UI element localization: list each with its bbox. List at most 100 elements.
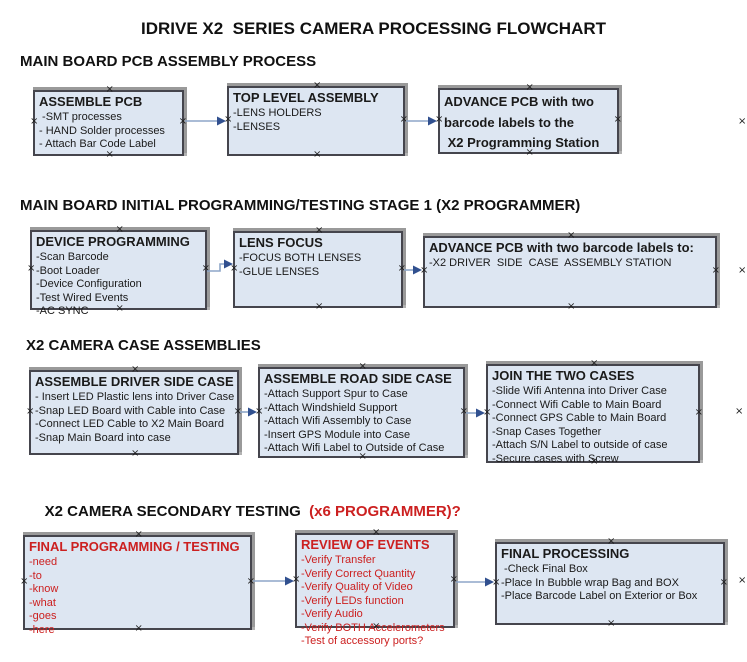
connection-handle-icon: × (738, 575, 747, 586)
box-items: -need-to-know-what-goes-here (29, 556, 246, 637)
flow-box-advance-pcb-programming-station: × × × × ADVANCE PCB with two barcode lab… (435, 83, 622, 158)
flow-box-assemble-road-side-case: × × × × ASSEMBLE ROAD SIDE CASE -Attach … (255, 362, 468, 462)
flow-box-advance-pcb-driver-side: × × × × ADVANCE PCB with two barcode lab… (420, 231, 720, 312)
box-items: -Verify Transfer-Verify Correct Quantity… (301, 554, 449, 649)
connection-handle-icon: × (738, 116, 747, 127)
connection-handle-icon: × (694, 406, 703, 418)
box-item: -Boot Loader (36, 264, 100, 277)
box-title: ASSEMBLE ROAD SIDE CASE (264, 371, 452, 386)
box-item: -LENSES (233, 120, 281, 133)
connection-handle-icon: × (20, 575, 29, 587)
connection-handle-icon: × (30, 116, 39, 127)
box-items: -Attach Support Spur to Case-Attach Wind… (264, 388, 459, 456)
connection-handle-icon: × (131, 448, 140, 459)
box-item: barcode labels to the (444, 115, 575, 130)
connection-handle-icon: × (738, 265, 747, 276)
box-item: -X2 DRIVER SIDE CASE ASSEMBLY STATION (429, 257, 672, 269)
connection-handle-icon: × (613, 114, 622, 125)
flow-box-top-level-assembly: × × × × TOP LEVEL ASSEMBLY -LENS HOLDERS… (224, 81, 408, 160)
box-items: -Slide Wifi Antenna into Driver Case-Con… (492, 385, 694, 466)
box-item: -Place Barcode Label on Exterior or Box (501, 590, 698, 602)
box-item: -Test Wired Events (36, 291, 129, 304)
box-item: -Connect GPS Cable to Main Board (492, 412, 667, 424)
connection-handle-icon: × (105, 149, 114, 160)
connection-handle-icon: × (313, 149, 322, 160)
flow-box-final-processing: × × × × FINAL PROCESSING -Check Final Bo… (492, 537, 728, 629)
box-item: -Snap Cases Together (492, 425, 602, 438)
section-heading-red-suffix: (x6 PROGRAMMER)? (304, 503, 461, 520)
flow-box-review-of-events: × × × × REVIEW OF EVENTS -Verify Transfe… (292, 528, 458, 648)
box-title: DEVICE PROGRAMMING (36, 234, 190, 249)
box-item: -Verify BOTH Accelerometers (301, 621, 445, 634)
box-title: ASSEMBLE PCB (39, 94, 143, 109)
box-item: -Attach Wifi Label to Outside of Case (264, 442, 445, 454)
box-item: -Place In Bubble wrap Bag and BOX (501, 576, 679, 589)
connection-handle-icon: × (27, 263, 36, 274)
flow-box-lens-focus: × × × × LENS FOCUS -FOCUS BOTH LENSES-GL… (230, 226, 406, 312)
box-item: -Verify Quality of Video (301, 581, 413, 593)
box-item: -Connect Wifi Cable to Main Board (492, 398, 662, 411)
box-item: -Attach Wifi Assembly to Case (264, 415, 412, 427)
box-items: -LENS HOLDERS-LENSES (233, 107, 399, 134)
section-heading-text: X2 CAMERA SECONDARY TESTING (44, 503, 305, 520)
connection-handle-icon: × (26, 405, 35, 417)
box-item: -Connect LED Cable to X2 Main Board (35, 418, 224, 430)
box-item: -Insert GPS Module into Case (264, 428, 411, 441)
box-item: X2 Programming Station (444, 135, 600, 150)
flow-box-assemble-driver-side-case: × × × × ASSEMBLE DRIVER SIDE CASE - Inse… (26, 365, 242, 459)
box-item: -AC SYNC (36, 305, 89, 317)
connector-arrow (404, 265, 422, 275)
connection-handle-icon: × (115, 224, 124, 235)
box-item: -Attach Windshield Support (264, 401, 398, 414)
box-item: -Attach S/N Label to outside of case (492, 439, 668, 451)
connection-handle-icon: × (735, 406, 744, 417)
box-item: -know (29, 583, 59, 595)
box-items: -X2 DRIVER SIDE CASE ASSEMBLY STATION (429, 257, 711, 271)
connection-handle-icon: × (719, 576, 728, 588)
box-item: -SMT processes (39, 111, 122, 123)
box-title: ADVANCE PCB with two (444, 94, 594, 109)
box-item: -here (29, 623, 55, 636)
box-title: JOIN THE TWO CASES (492, 368, 635, 383)
connector-arrow (406, 116, 437, 126)
connection-handle-icon: × (607, 536, 616, 547)
connection-handle-icon: × (711, 265, 720, 276)
box-items: -Scan Barcode-Boot Loader-Device Configu… (36, 251, 201, 319)
flow-box-assemble-pcb: × × × × ASSEMBLE PCB -SMT processes- HAN… (30, 85, 187, 160)
box-title: FINAL PROGRAMMING / TESTING (29, 539, 240, 554)
box-items: -SMT processes- HAND Solder processes- A… (39, 111, 178, 152)
box-item: -to (29, 569, 42, 582)
page-title: IDRIVE X2 SERIES CAMERA PROCESSING FLOWC… (140, 19, 607, 38)
connector-arrow (185, 116, 226, 126)
connection-handle-icon: × (590, 358, 599, 369)
section-heading-case-assemblies: X2 CAMERA CASE ASSEMBLIES (26, 337, 261, 354)
connector-arrow (466, 408, 485, 418)
box-item: -goes (29, 610, 57, 622)
box-item: -Verify Correct Quantity (301, 567, 416, 580)
box-item: -what (29, 596, 56, 609)
section-heading-secondary-testing: X2 CAMERA SECONDARY TESTING (x6 PROGRAMM… (28, 486, 461, 537)
connection-handle-icon: × (105, 84, 114, 95)
box-item: -LENS HOLDERS (233, 107, 322, 119)
box-title: FINAL PROCESSING (501, 546, 630, 561)
connector-arrow (240, 407, 257, 417)
section-heading-pcb-assembly: MAIN BOARD PCB ASSEMBLY PROCESS (20, 53, 317, 70)
box-item: -Snap Main Board into case (35, 431, 171, 444)
connection-handle-icon: × (607, 618, 616, 629)
box-title: TOP LEVEL ASSEMBLY (233, 90, 379, 105)
box-item: -Device Configuration (36, 278, 142, 290)
box-title: REVIEW OF EVENTS (301, 537, 430, 552)
section-heading-initial-programming: MAIN BOARD INITIAL PROGRAMMING/TESTING S… (20, 197, 581, 214)
box-item: -Secure cases with Screw (492, 452, 619, 465)
box-item: - HAND Solder processes (39, 124, 165, 137)
box-item: -FOCUS BOTH LENSES (239, 252, 362, 264)
box-title: LENS FOCUS (239, 235, 323, 250)
connection-handle-icon: × (358, 361, 367, 372)
connection-handle-icon: × (525, 82, 534, 93)
connection-handle-icon: × (313, 80, 322, 91)
flow-box-device-programming: × × × × DEVICE PROGRAMMING -Scan Barcode… (27, 225, 210, 318)
box-item: - Attach Bar Code Label (39, 138, 156, 150)
connector-arrow-elbow (207, 259, 233, 272)
box-item: -Verify LEDs function (301, 594, 404, 607)
